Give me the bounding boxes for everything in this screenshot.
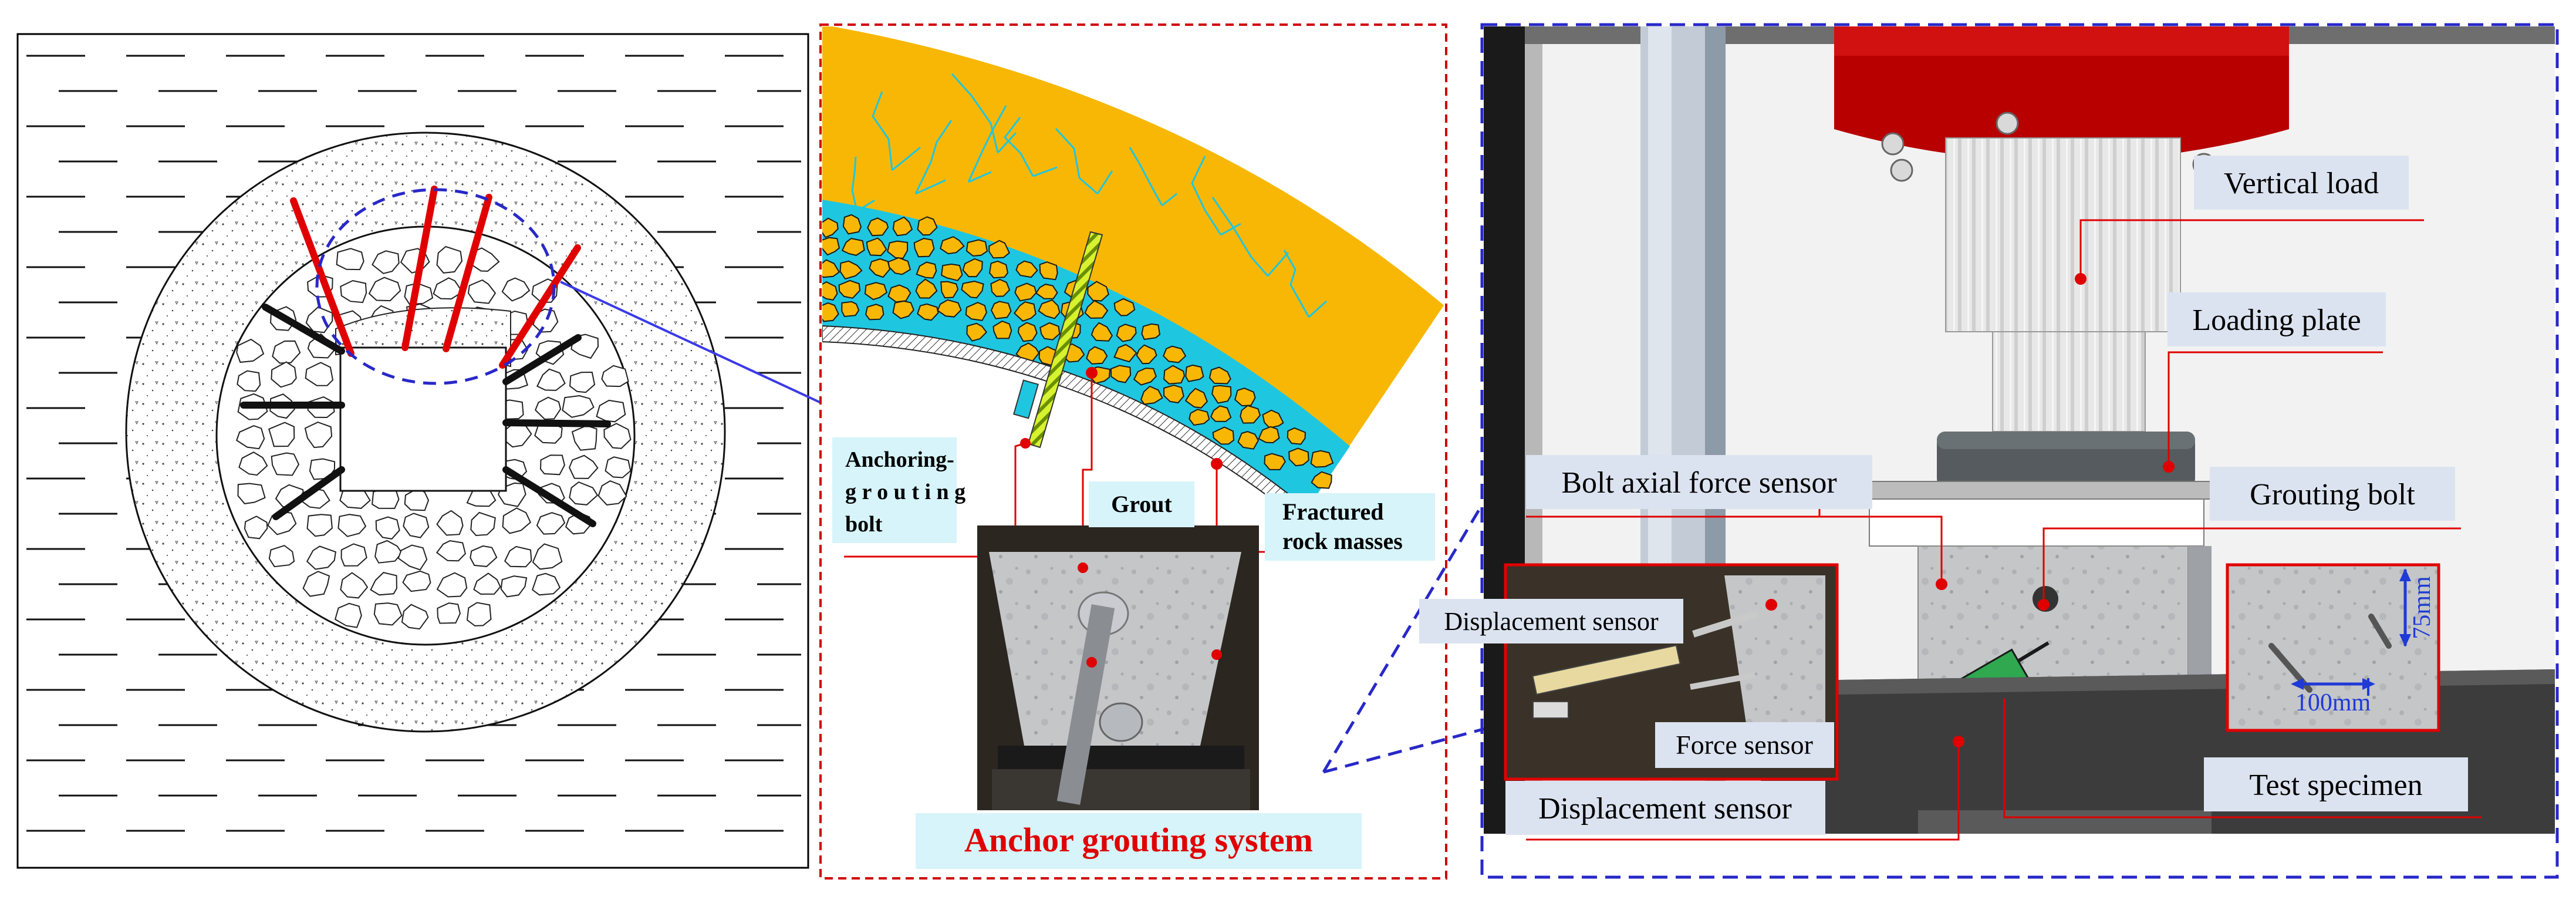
panel-c-leaders (1526, 219, 2482, 841)
panel-a (16, 33, 897, 869)
test-specimen-label: Test specimen (2249, 769, 2422, 802)
zoom-ellipse (315, 188, 556, 385)
bolt-axial-force-sensor-label: Bolt axial force sensor (1561, 466, 1836, 500)
anchoring-bolt-bar (1027, 231, 1103, 449)
vertical-load-label: Vertical load (2224, 167, 2379, 200)
anchor-bolts-black (240, 304, 611, 527)
grouting-photo (977, 525, 1259, 810)
force-sensor-label: Force sensor (1676, 730, 1813, 760)
loading-plate-label: Loading plate (2192, 304, 2361, 337)
dimension-75: 75mm (2409, 576, 2436, 639)
anchoring-bolt-line2: g r o u t i n g (845, 480, 965, 504)
panel-c-labels: Vertical load Loading plate Bolt axial f… (1419, 156, 2468, 835)
roadway-opening (339, 346, 507, 492)
label-anchoring-bolt: Anchoring- g r o u t i n g bolt (832, 437, 965, 543)
grouting-bolts-red (290, 186, 581, 369)
caption-box: Anchor grouting system (916, 813, 1362, 869)
bolt-nut (1012, 379, 1039, 419)
label-grout: Grout (1089, 481, 1194, 527)
loading-cylinder (1945, 137, 2181, 332)
cracks (851, 73, 1328, 318)
panel-c-frame (1480, 23, 2559, 879)
displacement-sensor-label: Displacement sensor (1538, 792, 1792, 825)
anchoring-bolt-line3: bolt (845, 512, 883, 537)
caption-text: Anchor grouting system (964, 821, 1313, 859)
anchoring-bolt-line1: Anchoring- (845, 447, 954, 472)
specimen-photo: 100mm 75mm (2226, 563, 2440, 732)
grout-label: Grout (1111, 491, 1172, 517)
rock-mass-cells (822, 214, 1334, 489)
grouting-bolt-label: Grouting bolt (2250, 478, 2415, 511)
panel-b: Anchoring- g r o u t i n g bolt Grout Fr… (819, 23, 1447, 880)
rock-fill (822, 26, 1444, 511)
displacement-sensor-inset-label: Displacement sensor (1444, 607, 1659, 636)
dimension-100: 100mm (2295, 689, 2371, 716)
fractured-line2: rock masses (1282, 528, 1403, 554)
fractured-line1: Fractured (1282, 498, 1384, 525)
label-fractured: Fractured rock masses (1265, 493, 1435, 561)
panel-c: 100mm 75mm Vertical load Loading plate B… (1419, 23, 2559, 879)
hydraulic-head (1834, 26, 2289, 161)
